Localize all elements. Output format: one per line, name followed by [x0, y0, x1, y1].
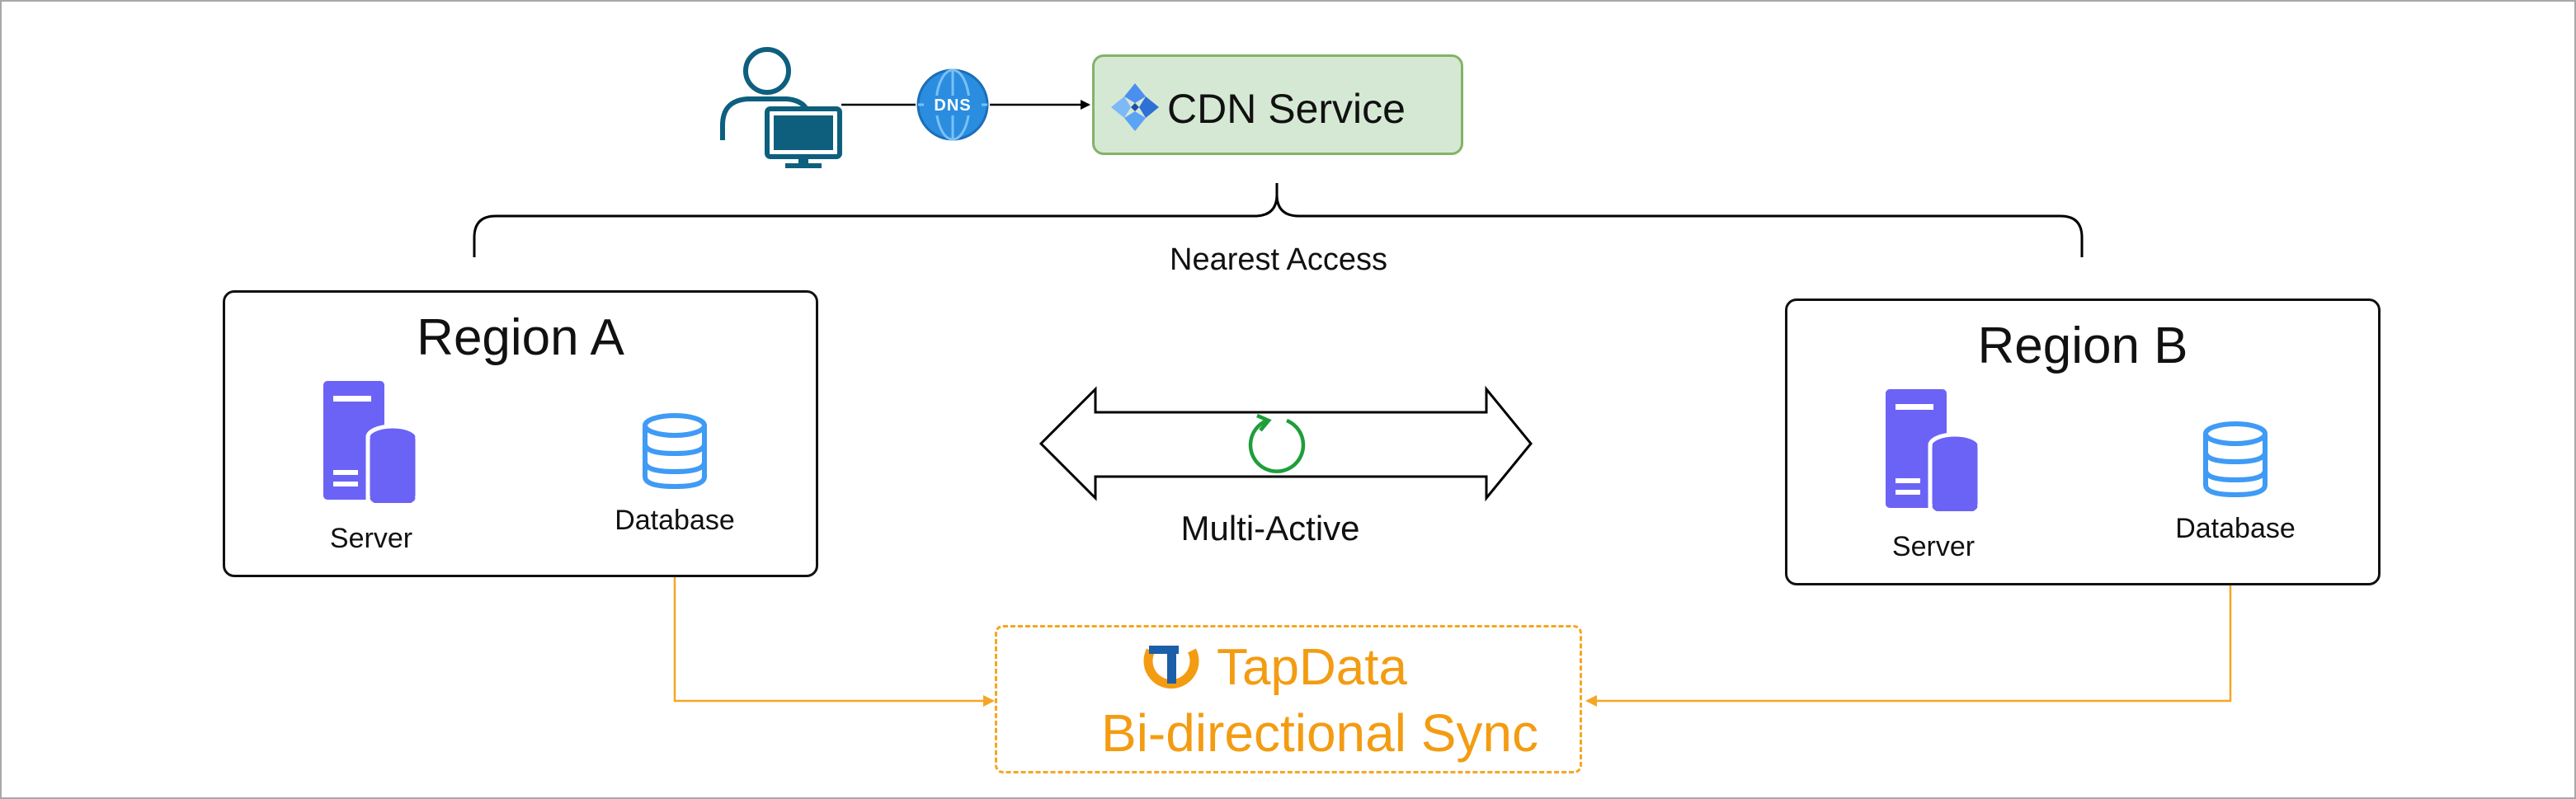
cdn-diamond-icon — [1111, 83, 1159, 131]
dns-globe-icon: DNS — [916, 68, 990, 142]
region-a-title: Region A — [417, 309, 624, 366]
database-icon — [643, 413, 707, 490]
region-a-database-label: Database — [615, 505, 735, 536]
server-icon — [1886, 389, 1982, 511]
tapdata-sync-box[interactable]: TapData Bi-directional Sync — [995, 625, 1582, 773]
region-b-title: Region B — [1977, 317, 2188, 374]
dns-label: DNS — [934, 96, 972, 115]
sync-line-region-b — [1585, 548, 2232, 707]
region-a-server-label: Server — [329, 523, 413, 554]
nearest-access-label: Nearest Access — [1170, 242, 1387, 277]
dns-globe-shape — [916, 68, 989, 141]
cdn-service-label: CDN Service — [1167, 86, 1406, 132]
refresh-icon — [1248, 413, 1306, 473]
database-icon — [2203, 421, 2268, 498]
region-b-box[interactable]: Region B — [1785, 298, 2381, 585]
server-icon — [323, 381, 420, 503]
region-b-server-label: Server — [1891, 531, 1976, 562]
region-a-box[interactable]: Region A — [223, 290, 818, 577]
multi-active-double-arrow — [1038, 385, 1533, 502]
tapdata-name: TapData — [1217, 639, 1407, 696]
region-b-database-label: Database — [2175, 513, 2296, 544]
tapdata-logo-icon — [1143, 646, 1199, 689]
nearest-access-brace — [473, 183, 2084, 257]
multi-active-label: Multi-Active — [1180, 509, 1360, 548]
cdn-service-box[interactable]: CDN Service — [1092, 54, 1463, 155]
tapdata-subtitle: Bi-directional Sync — [1101, 703, 1538, 763]
user-computer-icon — [720, 47, 842, 168]
